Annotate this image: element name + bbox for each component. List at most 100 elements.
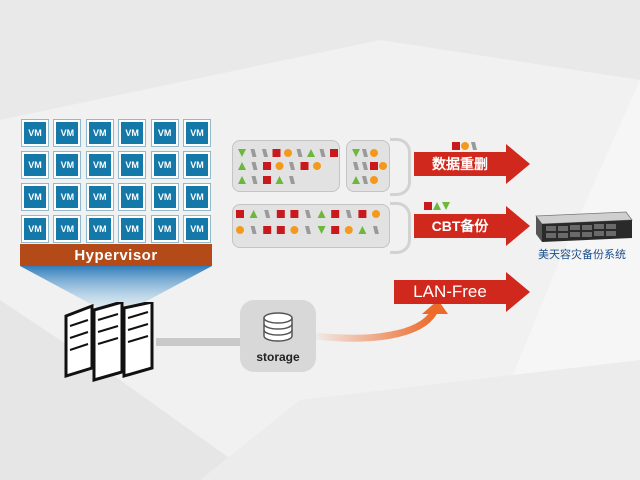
red-block xyxy=(276,226,285,234)
vm-tile: VM xyxy=(119,120,146,146)
green-triangle xyxy=(238,176,246,184)
gray-slant xyxy=(373,226,379,234)
green-triangle xyxy=(307,149,315,157)
green-triangle xyxy=(275,176,284,184)
vm-tile: VM xyxy=(151,184,178,210)
red-block xyxy=(272,149,281,157)
hypervisor-label: Hypervisor xyxy=(74,246,158,264)
green-triangle xyxy=(249,210,258,218)
orange-dot xyxy=(236,226,244,234)
gray-slant xyxy=(289,162,295,170)
red-block xyxy=(370,162,378,170)
red-block xyxy=(358,210,367,218)
vm-tile: VM xyxy=(151,120,178,146)
gray-slant xyxy=(296,149,303,157)
dedup-tray-large xyxy=(232,140,340,192)
gray-slant xyxy=(353,162,359,170)
appliance-caption: 美天容灾备份系统 xyxy=(538,249,626,261)
green-triangle xyxy=(317,210,326,218)
dedup-bracket xyxy=(390,138,411,196)
vm-tile: VM xyxy=(86,216,113,242)
orange-dot xyxy=(284,149,292,157)
red-block xyxy=(263,226,272,234)
vm-tile: VM xyxy=(119,184,146,210)
orange-dot xyxy=(290,226,299,234)
green-triangle xyxy=(238,162,246,170)
red-block xyxy=(276,210,285,218)
gray-slant xyxy=(262,149,268,157)
gray-slant xyxy=(250,226,257,234)
gray-slant xyxy=(305,226,311,234)
vm-tile: VM xyxy=(86,184,113,210)
orange-dot xyxy=(313,162,321,170)
orange-dot xyxy=(370,176,378,184)
vm-tile: VM xyxy=(54,120,81,146)
orange-dot xyxy=(275,162,284,170)
gray-slant xyxy=(362,162,368,170)
gray-slant xyxy=(251,162,258,170)
vm-tile: VM xyxy=(151,216,178,242)
orange-dot xyxy=(379,162,387,170)
lanfree-label: LAN-Free xyxy=(413,282,487,301)
vm-tile: VM xyxy=(22,152,48,178)
hypervisor-bar: Hypervisor xyxy=(20,244,212,266)
red-block xyxy=(330,149,338,157)
orange-dot xyxy=(370,149,378,157)
vm-tile: VM xyxy=(22,184,48,210)
server-storage-link xyxy=(156,338,252,346)
red-block xyxy=(263,162,271,170)
cbt-bracket xyxy=(390,202,411,254)
vm-tile: VM xyxy=(183,216,210,242)
gray-slant xyxy=(264,210,271,218)
vm-tile: VM xyxy=(86,120,113,146)
orange-dot xyxy=(461,142,469,150)
gray-slant xyxy=(471,142,477,150)
cbt-label: CBT备份 xyxy=(431,218,489,234)
vm-tile: VM xyxy=(119,216,146,242)
red-block xyxy=(290,210,299,218)
gray-slant xyxy=(319,149,326,157)
red-block xyxy=(236,210,244,218)
vm-tile: VM xyxy=(183,184,210,210)
gray-slant xyxy=(345,210,352,218)
vm-tile: VM xyxy=(22,120,48,146)
database-icon xyxy=(263,312,293,342)
vm-tile: VM xyxy=(54,152,81,178)
gray-slant xyxy=(362,149,368,157)
green-triangle xyxy=(352,176,360,184)
storage-label: storage xyxy=(256,350,300,364)
red-block xyxy=(300,162,309,170)
gray-slant xyxy=(289,176,295,184)
backup-appliance-icon xyxy=(535,211,633,242)
green-down-triangle xyxy=(317,226,326,234)
vm-tile: VM xyxy=(54,184,81,210)
red-block xyxy=(263,176,271,184)
vm-tile: VM xyxy=(151,152,178,178)
red-block xyxy=(331,210,340,218)
gray-slant xyxy=(250,149,257,157)
green-down-triangle xyxy=(352,149,360,157)
green-down-triangle xyxy=(442,202,450,210)
red-block xyxy=(424,202,432,210)
vm-tile: VM xyxy=(86,152,113,178)
gray-slant xyxy=(362,176,368,184)
red-block xyxy=(452,142,460,150)
green-triangle xyxy=(358,226,367,234)
dedup-label: 数据重删 xyxy=(432,156,488,172)
vm-tile: VM xyxy=(22,216,48,242)
orange-dot xyxy=(344,226,353,234)
vm-tile: VM xyxy=(183,120,210,146)
gray-slant xyxy=(305,210,311,218)
orange-dot xyxy=(372,210,380,218)
gray-slant xyxy=(251,176,258,184)
green-down-triangle xyxy=(238,149,246,157)
server-rack-icon xyxy=(64,302,154,382)
vm-tile: VM xyxy=(183,152,210,178)
projection-cone xyxy=(20,266,212,310)
vm-tile: VM xyxy=(54,216,81,242)
vm-tile: VM xyxy=(119,152,146,178)
